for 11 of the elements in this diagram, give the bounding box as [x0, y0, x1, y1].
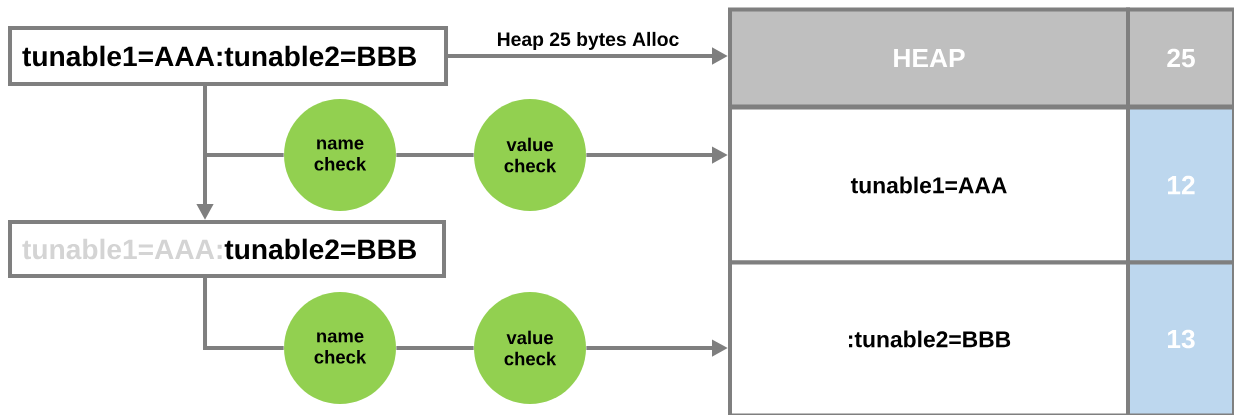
connector-line — [203, 86, 284, 157]
connector-line — [396, 346, 474, 350]
table-cell: 12 — [1126, 105, 1234, 265]
connector-line — [396, 153, 474, 157]
edge-label: Heap 25 bytes Alloc — [494, 30, 682, 52]
table-cell: :tunable2=BBB — [728, 260, 1130, 415]
string-box: tunable1=AAA:tunable2=BBB — [8, 26, 448, 86]
table-cell: tunable1=AAA — [728, 105, 1130, 265]
table-cell: 13 — [1126, 260, 1234, 415]
table-header-cell: 25 — [1126, 7, 1234, 109]
connector-line — [203, 278, 284, 350]
